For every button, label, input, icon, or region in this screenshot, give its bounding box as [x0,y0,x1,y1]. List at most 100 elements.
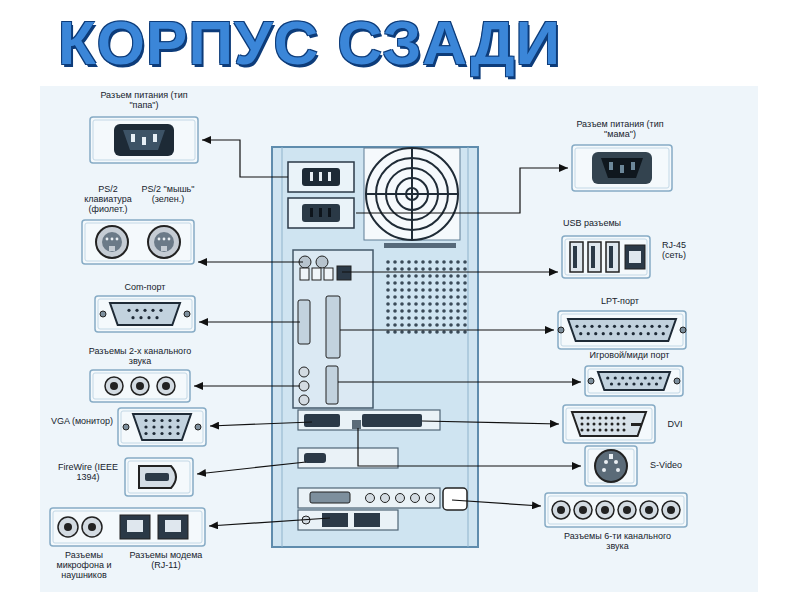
rj45-slot [629,251,641,263]
audio-jack-hole [162,382,170,390]
callout-label: RJ-45 (сеть) [654,240,694,260]
connector-picture [558,311,686,349]
vga-port [304,414,340,427]
callout-label: PS/2 клавиатура (фиолет.) [80,184,136,214]
screw [195,424,201,430]
pin [593,429,596,432]
ps2-socket [96,226,128,258]
pin [160,419,163,422]
vent-hole [414,330,418,334]
pin [623,417,626,420]
pin [176,432,179,435]
picture-frame [90,117,198,163]
connector-picture [82,220,194,264]
vent-hole [449,302,453,306]
audio-jack [640,501,658,519]
vent-hole [428,281,432,285]
pin [620,325,623,328]
pin [625,382,628,385]
connector-callout: PS/2 клавиатура (фиолет.)PS/2 "мышь" (зе… [78,183,203,268]
modem-port [354,513,380,527]
pin [590,325,593,328]
connector-picture [585,446,637,486]
leader-line [356,168,568,213]
picture-frame-inner [85,223,191,261]
picture-frame-inner [128,461,190,493]
leader-line [210,422,312,426]
vent-hole [400,323,404,327]
pin [581,429,584,432]
vent-hole [428,309,432,313]
leader-line [452,500,541,506]
audio-jack [82,517,102,537]
vent-hole [463,260,467,264]
psu-pin [310,172,313,181]
audio-jack [596,501,614,519]
vent-hole [435,295,439,299]
vent-hole [449,288,453,292]
vent-hole [456,281,460,285]
pin [605,325,608,328]
screw [558,327,564,333]
vent-hole [428,274,432,278]
callout-label: S-Video [642,460,690,470]
vent-hole [386,323,390,327]
pin [176,419,179,422]
pin [599,423,602,426]
pin [611,423,614,426]
audio-jack-hole [601,506,609,514]
vent-hole [400,274,404,278]
screw [680,327,686,333]
pin [583,325,586,328]
socket-pin [609,162,613,170]
pin [111,238,114,241]
vent-hole [435,288,439,292]
audio-jack [58,517,78,537]
vent-hole [393,323,397,327]
d-sub-shell [133,414,191,440]
vent-hole [442,295,446,299]
svideo-socket [595,450,627,482]
pin [647,332,650,335]
picture-frame [562,236,650,278]
vent-hole [386,260,390,264]
vent-hole [421,316,425,320]
title: КОРПУС СЗАДИ [58,8,561,78]
pin [623,423,626,426]
connector-picture [90,370,190,402]
audio-jack [381,494,390,503]
vent-hole [407,281,411,285]
pin [611,429,614,432]
pin [621,376,624,379]
callout-label: Разъемы микрофона и наушников [50,550,118,580]
socket-pin [153,134,157,142]
pin [151,309,154,312]
vent-hole [414,323,418,327]
case-edge [282,147,283,547]
vent-hole [428,267,432,271]
vent-hole [414,281,418,285]
leader-line [209,518,330,526]
pin [147,316,150,319]
vent-hole [463,274,467,278]
picture-frame-inner [565,239,647,275]
connector-picture [95,296,195,332]
usb-port [312,268,321,280]
d-sub-shell [598,372,670,390]
vent-hole [442,267,446,271]
vent-hole [400,316,404,320]
connector-picture [585,366,683,396]
vent-hole [463,281,467,285]
vent-hole [442,260,446,264]
connector-pictures [50,117,687,546]
usb-socket [606,242,619,272]
picture-frame [585,446,637,486]
audio-jack-hole [136,382,144,390]
game-port [326,366,338,404]
vent-hole [449,281,453,285]
vent-hole [400,295,404,299]
psu-socket [288,198,354,228]
ps2-socket-inner [102,232,122,252]
pin [602,332,605,335]
usb-socket [588,242,601,272]
